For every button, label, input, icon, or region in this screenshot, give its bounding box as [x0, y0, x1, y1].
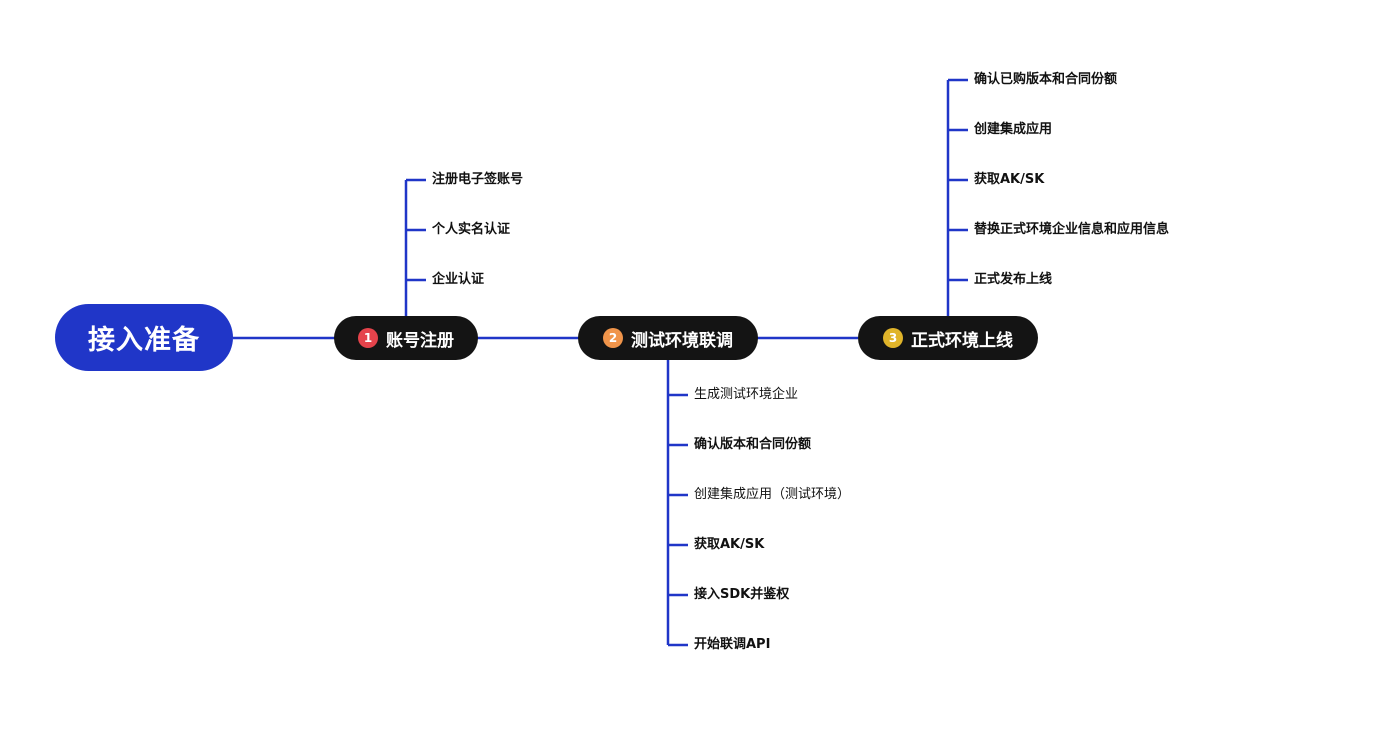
step2-item: 创建集成应用（测试环境） — [694, 487, 851, 502]
step2-item: 接入SDK并鉴权 — [694, 587, 790, 602]
step-node-2: 2 测试环境联调 — [578, 316, 758, 360]
step2-item: 获取AK/SK — [694, 537, 765, 552]
step-label: 正式环境上线 — [911, 330, 1013, 351]
step1-item: 个人实名认证 — [432, 222, 511, 237]
step3-item: 创建集成应用 — [974, 122, 1053, 137]
step3-item: 正式发布上线 — [974, 272, 1053, 287]
step2-item: 生成测试环境企业 — [694, 387, 799, 402]
step3-item: 获取AK/SK — [974, 172, 1045, 187]
step-label: 测试环境联调 — [631, 330, 733, 351]
step-number-badge: 2 — [603, 328, 623, 348]
step-label: 账号注册 — [386, 330, 454, 351]
step3-item: 替换正式环境企业信息和应用信息 — [974, 222, 1170, 237]
step1-item: 企业认证 — [432, 272, 485, 287]
root-label: 接入准备 — [88, 325, 200, 356]
step1-item: 注册电子签账号 — [432, 172, 524, 187]
step2-item: 确认版本和合同份额 — [694, 437, 812, 452]
step-node-3: 3 正式环境上线 — [858, 316, 1038, 360]
step2-item: 开始联调API — [694, 637, 771, 652]
step-number-badge: 3 — [883, 328, 903, 348]
step-node-1: 1 账号注册 — [334, 316, 478, 360]
root-node: 接入准备 — [55, 304, 233, 371]
step3-item: 确认已购版本和合同份额 — [974, 72, 1118, 87]
step-number-badge: 1 — [358, 328, 378, 348]
